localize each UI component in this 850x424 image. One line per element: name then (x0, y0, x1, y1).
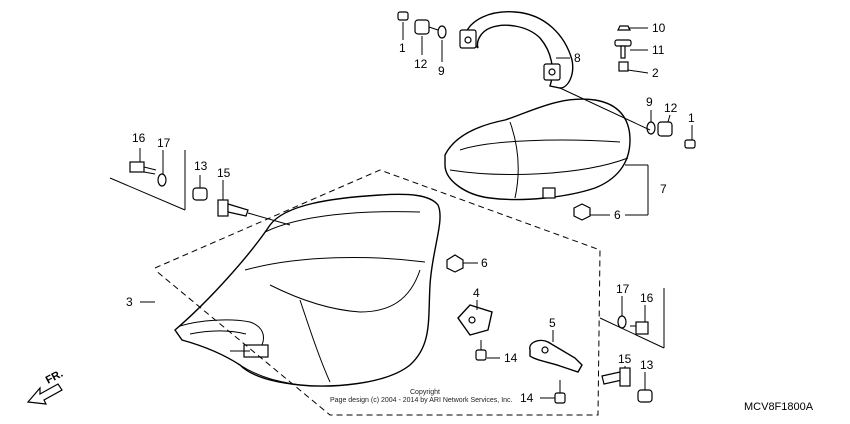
front-arrow: FR. (26, 368, 65, 405)
callout-6-rider: 6 (481, 256, 488, 270)
callout-17-left: 17 (157, 136, 171, 150)
bolt-16-left[interactable] (129, 161, 157, 175)
washer-9-right[interactable] (646, 121, 656, 135)
cap-10[interactable] (617, 25, 631, 31)
callout-1-right: 1 (688, 111, 695, 125)
callout-labels: 1 12 9 8 10 11 2 9 12 1 7 6 16 17 13 15 … (126, 21, 695, 405)
washer-17-left[interactable] (157, 173, 167, 187)
callout-9-top: 9 (438, 64, 445, 78)
callout-11: 11 (652, 43, 665, 57)
nut-13-left[interactable] (192, 187, 208, 201)
bolt-12-right[interactable] (657, 121, 673, 137)
callout-8: 8 (574, 51, 581, 65)
nut-13-right[interactable] (637, 389, 653, 403)
front-arrow-icon (26, 383, 63, 405)
bolt-15-right[interactable] (601, 367, 631, 387)
nut-6-rider[interactable] (446, 254, 464, 273)
callout-17-right: 17 (616, 282, 630, 296)
callout-6-passenger: 6 (614, 208, 621, 222)
callout-10: 10 (652, 21, 666, 35)
screw-11[interactable] (614, 39, 632, 59)
callout-4: 4 (473, 286, 480, 300)
callout-13-left: 13 (194, 159, 208, 173)
cap-1-top[interactable] (397, 11, 409, 21)
bolt-14-bracket4[interactable] (475, 340, 487, 361)
rider-seat-boundary (154, 169, 601, 416)
rider-seat[interactable] (174, 193, 441, 387)
callout-3: 3 (126, 295, 133, 309)
front-arrow-label: FR. (44, 368, 65, 387)
leader-lines (139, 22, 693, 399)
callout-14-bracket5: 14 (520, 391, 534, 405)
callout-9-right: 9 (646, 95, 653, 109)
callout-12-top: 12 (414, 57, 428, 71)
bolt-15-left[interactable] (217, 199, 249, 217)
washer-9-top[interactable] (437, 25, 447, 39)
seat-bracket-5[interactable] (529, 339, 583, 373)
nut-6-passenger[interactable] (573, 203, 591, 221)
callout-2: 2 (652, 66, 659, 80)
nut-2[interactable] (618, 61, 629, 72)
grab-rail[interactable] (459, 11, 574, 89)
cap-1-right[interactable] (684, 139, 696, 149)
callout-15-left: 15 (217, 166, 231, 180)
passenger-seat[interactable] (444, 98, 631, 201)
washer-17-right[interactable] (617, 315, 627, 329)
diagram-code: MCV8F1800A (744, 401, 814, 413)
callout-1-top: 1 (399, 41, 406, 55)
callout-12-right: 12 (664, 101, 678, 115)
bolt-14-bracket5[interactable] (554, 380, 566, 404)
bolt-16-right[interactable] (630, 321, 649, 335)
frame-reference-left (109, 150, 186, 211)
frame-reference-right (599, 288, 665, 349)
copyright-line2: Page design (c) 2004 - 2014 by ARI Netwo… (330, 397, 513, 404)
callout-13-right: 13 (640, 358, 654, 372)
copyright-block: Copyright Page design (c) 2004 - 2014 by… (330, 389, 513, 404)
callout-16-left: 16 (132, 131, 146, 145)
callout-14-bracket4: 14 (504, 351, 518, 365)
callout-7: 7 (660, 182, 667, 196)
copyright-line1: Copyright (410, 389, 440, 396)
callout-16-right: 16 (640, 291, 654, 305)
callout-5: 5 (549, 316, 556, 330)
seat-bracket-4[interactable] (457, 304, 493, 336)
callout-15-right: 15 (618, 352, 632, 366)
bolt-12-top[interactable] (414, 19, 439, 35)
